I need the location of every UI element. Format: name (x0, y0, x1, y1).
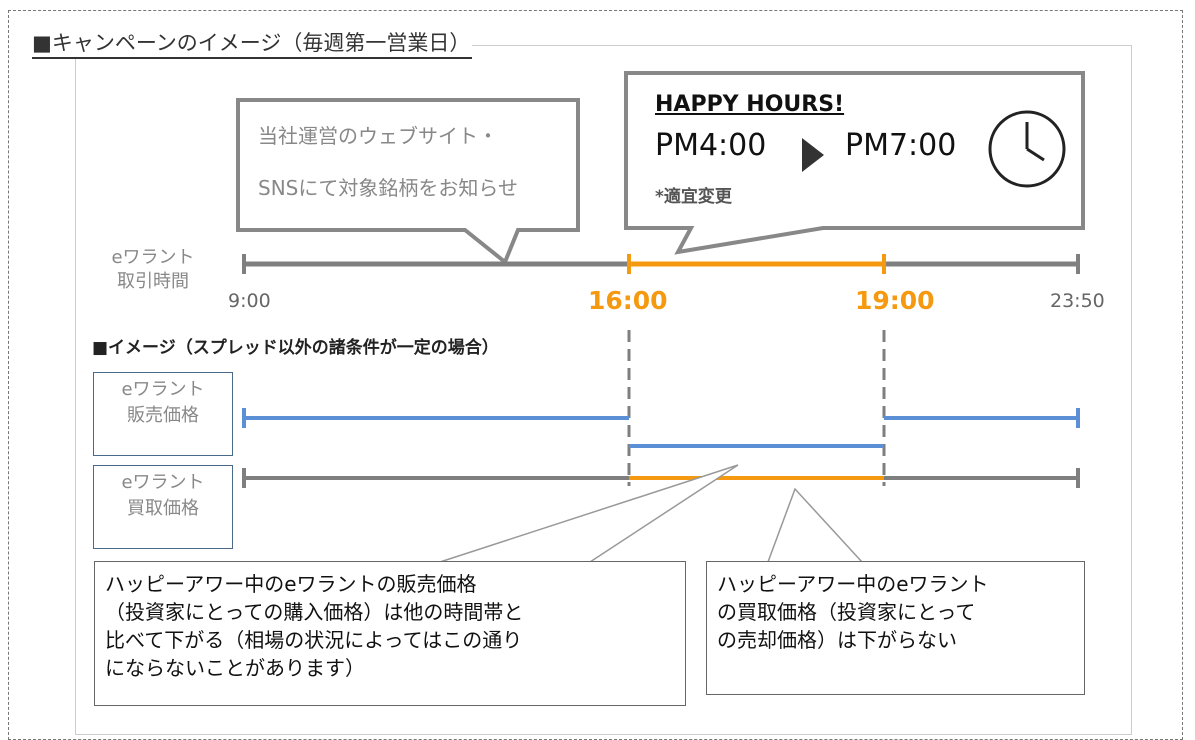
clock-icon (988, 110, 1066, 188)
happy-hours-callout-bubble (624, 71, 1085, 255)
sell-price-label-box: eワラント 販売価格 (93, 372, 233, 456)
happy-hours-end: PM7:00 (845, 128, 957, 163)
trading-time-label-line1: eワラント (111, 247, 195, 268)
sell-price-label-line1: eワラント (121, 379, 205, 400)
sell-price-explanation: ハッピーアワー中のeワラントの販売価格 （投資家にとっての購入価格）は他の時間帯… (94, 561, 686, 706)
happy-hours-start: PM4:00 (655, 128, 767, 163)
tick-label-end: 23:50 (1050, 290, 1105, 312)
happy-hours-note: *適宜変更 (655, 187, 732, 207)
sns-callout-line2: SNSにて対象銘柄をお知らせ (258, 176, 518, 200)
image-subheading: ■イメージ（スプレッド以外の諸条件が一定の場合） (92, 338, 499, 358)
buy-explain-pointer (767, 487, 863, 563)
page-title: ■キャンペーンのイメージ（毎週第一営業日） (32, 30, 473, 59)
sns-callout-line1: 当社運営のウェブサイト・ (258, 124, 498, 148)
buy-price-explanation: ハッピーアワー中のeワラント の買取価格（投資家にとって の売却価格）は下がらな… (706, 561, 1085, 695)
trading-time-label-line2: 取引時間 (117, 271, 189, 292)
diagram-graphics (236, 71, 1085, 563)
tick-label-16: 16:00 (588, 286, 668, 315)
campaign-diagram: ■キャンペーンのイメージ（毎週第一営業日） (8, 10, 1183, 740)
sns-callout-bubble (236, 98, 580, 266)
buy-price-label-line2: 買取価格 (127, 498, 199, 519)
arrow-right-icon (802, 138, 824, 172)
tick-label-start: 9:00 (228, 290, 271, 312)
tick-label-19: 19:00 (855, 286, 935, 315)
sell-explain-pointer (439, 464, 739, 563)
buy-price-label-box: eワラント 買取価格 (93, 465, 233, 549)
buy-price-label-line1: eワラント (121, 472, 205, 493)
happy-hours-title: HAPPY HOURS! (655, 92, 845, 117)
sell-price-label-line2: 販売価格 (127, 405, 199, 426)
trading-time-label: eワラント 取引時間 (98, 246, 208, 294)
